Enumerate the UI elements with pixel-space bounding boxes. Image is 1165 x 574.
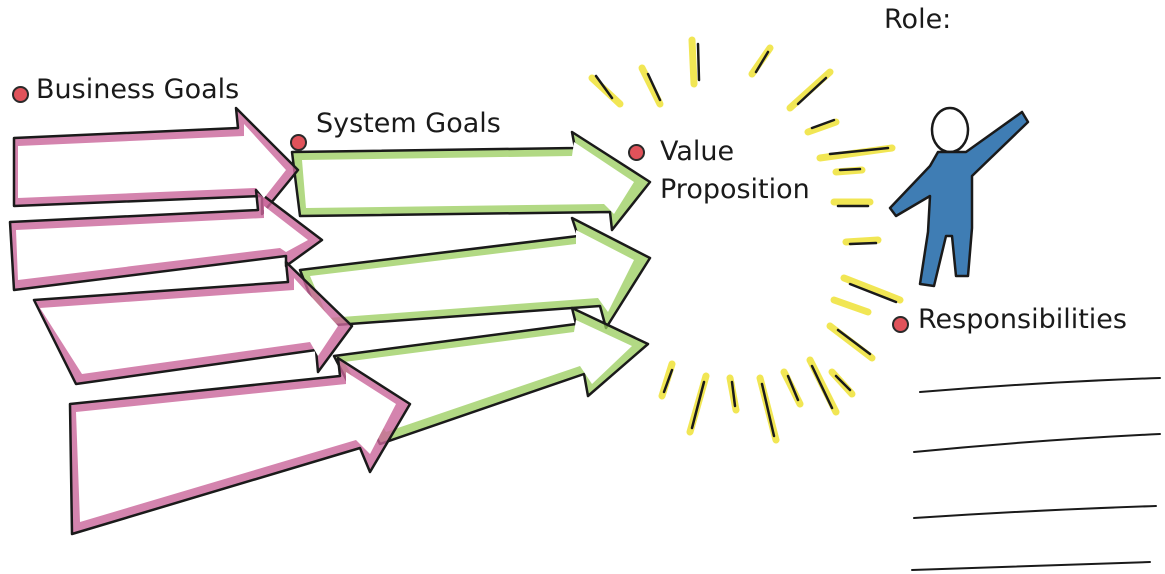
system-goal-arrow-interiors bbox=[302, 142, 634, 432]
responsibility-line bbox=[919, 377, 1161, 393]
responsibility-line bbox=[911, 561, 1151, 571]
value-proposition-label-line2: Proposition bbox=[660, 174, 810, 205]
value-proposition-label-line1: Value bbox=[660, 136, 735, 167]
stick-figure-waving-icon bbox=[888, 106, 1030, 288]
person-body bbox=[888, 110, 1030, 288]
responsibilities-label: Responsibilities bbox=[918, 304, 1127, 335]
responsibilities-bullet bbox=[892, 316, 909, 333]
responsibility-line bbox=[913, 433, 1161, 453]
system-goals-label: System Goals bbox=[316, 108, 501, 139]
system-goals-bullet bbox=[290, 134, 307, 151]
value-proposition-bullet bbox=[628, 144, 645, 161]
ray-ink-strokes bbox=[594, 42, 898, 438]
person-head bbox=[930, 106, 970, 154]
business-goals-label: Business Goals bbox=[36, 74, 240, 105]
business-goals-bullet bbox=[12, 86, 29, 103]
responsibility-line bbox=[913, 505, 1157, 519]
business-goal-arrow-interiors bbox=[16, 124, 396, 522]
responsibility-lines bbox=[911, 377, 1161, 571]
role-label: Role: bbox=[884, 4, 952, 35]
glow-rays bbox=[588, 36, 904, 444]
